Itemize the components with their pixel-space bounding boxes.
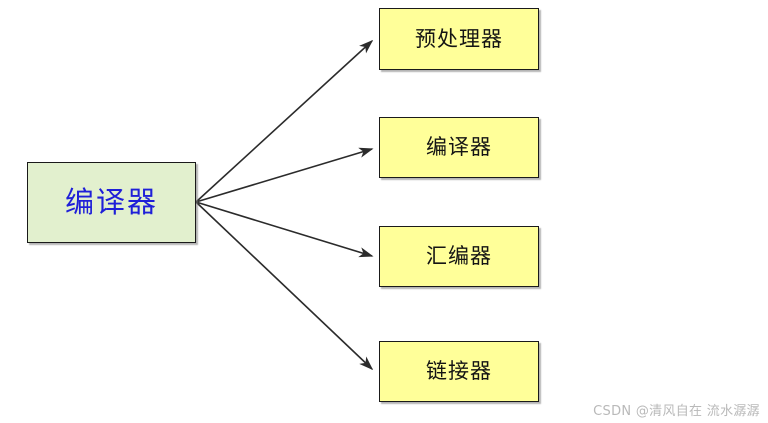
node-linker[interactable]: 链接器 [379,341,539,402]
connector-to-compiler [195,147,374,203]
connector-to-preprocessor [195,39,374,203]
node-compiler-suite[interactable]: 编译器 [27,162,196,243]
node-preprocessor[interactable]: 预处理器 [379,8,539,70]
node-compiler[interactable]: 编译器 [379,117,539,178]
watermark-text: CSDN @清风自在 流水潺潺 [593,404,760,419]
node-label-preprocessor: 预处理器 [415,26,503,51]
node-label-compiler: 编译器 [426,135,492,159]
node-label-assembler: 汇编器 [426,244,492,268]
node-assembler[interactable]: 汇编器 [379,226,539,287]
connector-to-linker [195,201,374,371]
node-label-linker: 链接器 [426,359,492,383]
node-label-compiler-suite: 编译器 [64,185,158,219]
connector-to-assembler [195,201,374,258]
